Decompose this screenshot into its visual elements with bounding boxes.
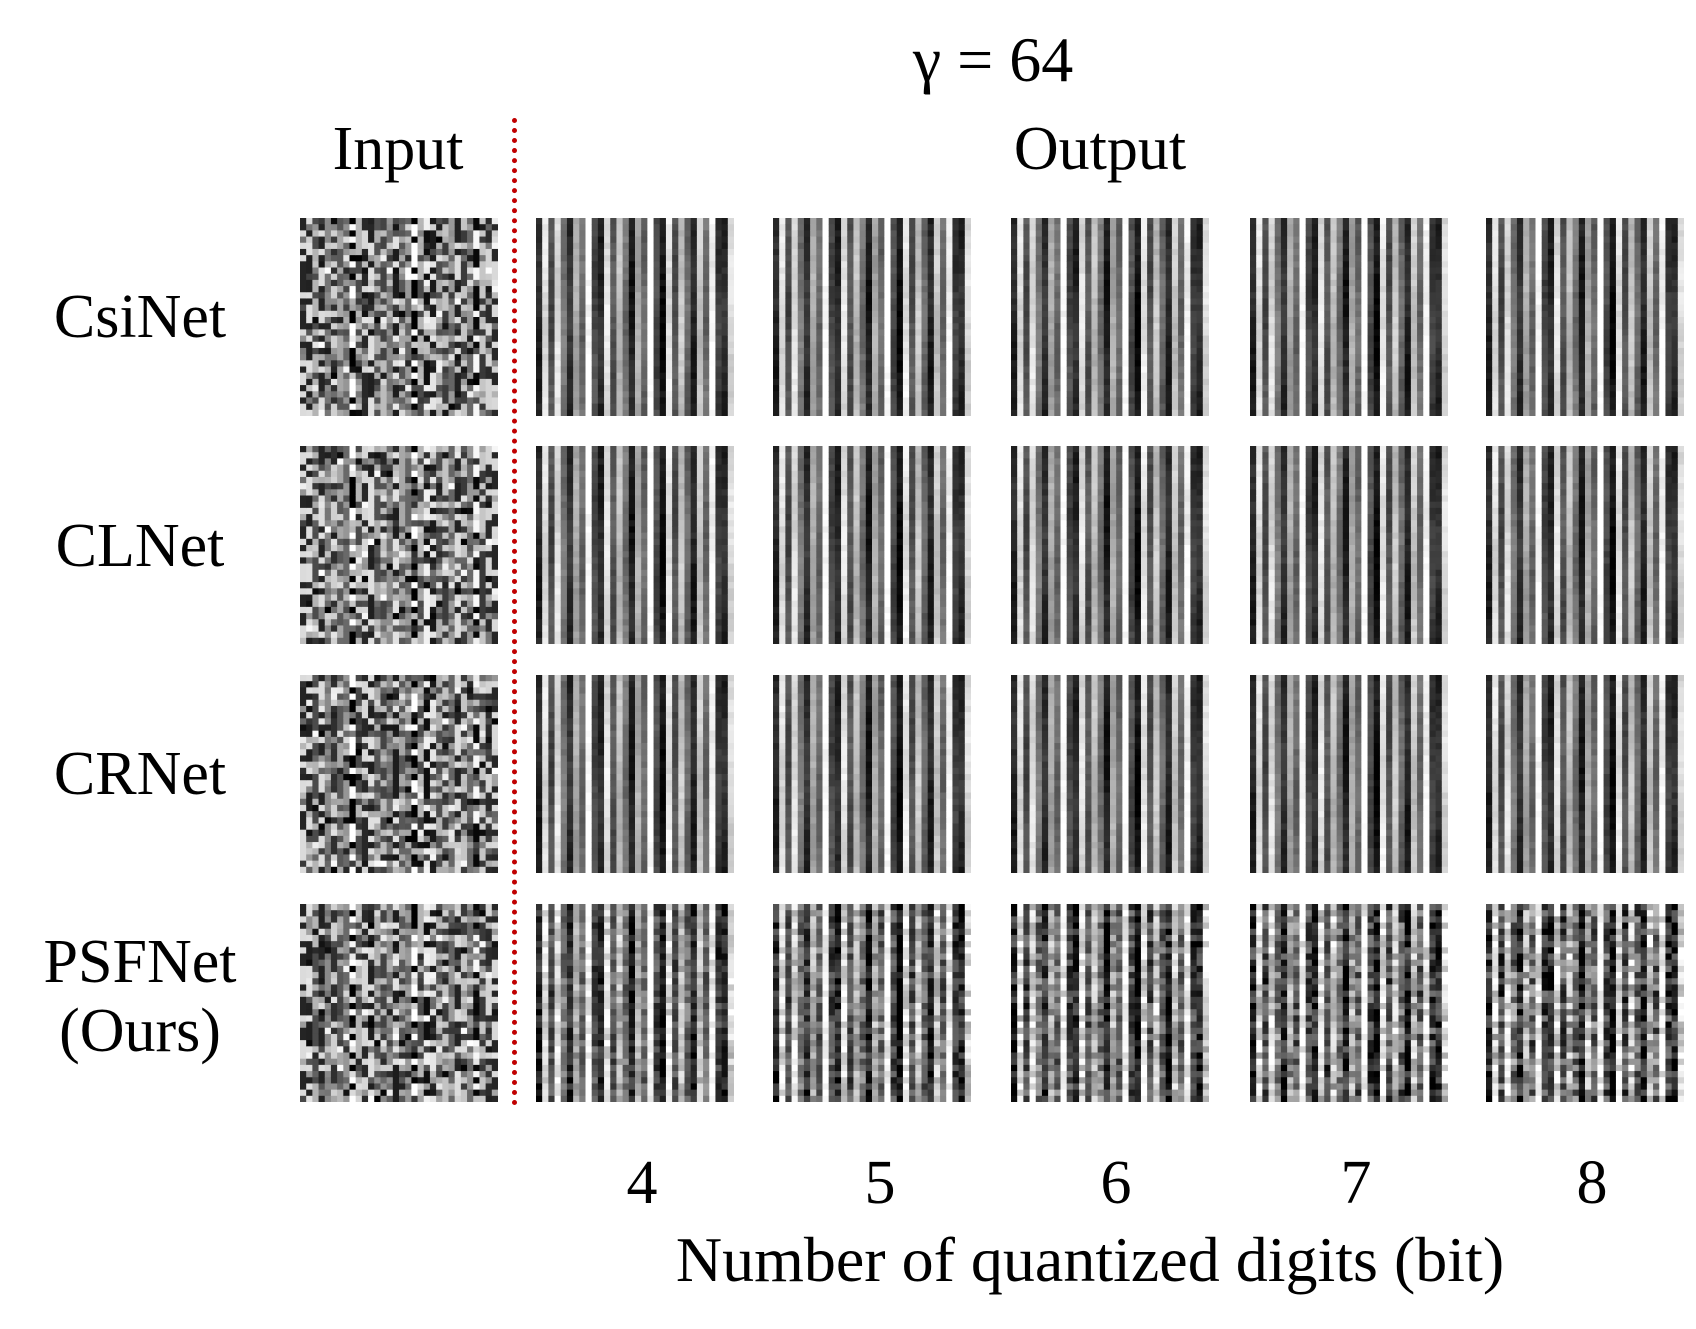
- row-label-crnet: CRNet: [0, 740, 280, 809]
- output-tile-psfnet-7bit: [1250, 904, 1448, 1102]
- output-tile-crnet-8bit: [1486, 675, 1684, 873]
- tile-image: [1250, 904, 1448, 1102]
- tile-image: [1011, 218, 1209, 416]
- output-tile-psfnet-4bit: [536, 904, 734, 1102]
- output-tile-csinet-5bit: [773, 218, 971, 416]
- tile-image: [773, 675, 971, 873]
- tile-image: [1011, 446, 1209, 644]
- tile-image: [536, 904, 734, 1102]
- output-tile-clnet-4bit: [536, 446, 734, 644]
- output-tile-psfnet-8bit: [1486, 904, 1684, 1102]
- output-tile-clnet-6bit: [1011, 446, 1209, 644]
- tile-image: [1250, 675, 1448, 873]
- output-tile-clnet-7bit: [1250, 446, 1448, 644]
- output-tile-csinet-6bit: [1011, 218, 1209, 416]
- bit-label-8: 8: [1562, 1148, 1622, 1219]
- tile-image: [536, 446, 734, 644]
- row-label-clnet: CLNet: [0, 512, 280, 581]
- output-tile-clnet-8bit: [1486, 446, 1684, 644]
- tile-image: [1250, 218, 1448, 416]
- row-label-psfnet-note: (Ours): [0, 997, 280, 1066]
- tile-image: [1011, 904, 1209, 1102]
- input-tile-csinet: [300, 218, 498, 416]
- output-tile-csinet-7bit: [1250, 218, 1448, 416]
- output-tile-clnet-5bit: [773, 446, 971, 644]
- bit-label-4: 4: [612, 1148, 672, 1219]
- tile-image: [300, 904, 498, 1102]
- output-tile-csinet-8bit: [1486, 218, 1684, 416]
- input-tile-clnet: [300, 446, 498, 644]
- output-tile-psfnet-6bit: [1011, 904, 1209, 1102]
- output-tile-psfnet-5bit: [773, 904, 971, 1102]
- tile-image: [536, 218, 734, 416]
- tile-image: [1486, 218, 1684, 416]
- input-column-header: Input: [298, 118, 498, 180]
- tile-image: [1011, 675, 1209, 873]
- tile-image: [773, 446, 971, 644]
- bit-label-5: 5: [850, 1148, 910, 1219]
- tile-image: [773, 904, 971, 1102]
- output-tile-crnet-7bit: [1250, 675, 1448, 873]
- tile-image: [536, 675, 734, 873]
- output-columns-header: Output: [960, 118, 1240, 180]
- output-tile-crnet-6bit: [1011, 675, 1209, 873]
- tile-image: [300, 446, 498, 644]
- tile-image: [1486, 675, 1684, 873]
- bit-label-6: 6: [1086, 1148, 1146, 1219]
- row-label-psfnet-name: PSFNet: [0, 928, 280, 997]
- output-tile-crnet-5bit: [773, 675, 971, 873]
- tile-image: [300, 675, 498, 873]
- output-tile-crnet-4bit: [536, 675, 734, 873]
- output-tile-csinet-4bit: [536, 218, 734, 416]
- input-tile-crnet: [300, 675, 498, 873]
- row-label-psfnet: PSFNet (Ours): [0, 928, 280, 1067]
- figure-title: γ = 64: [0, 28, 1696, 92]
- tile-image: [300, 218, 498, 416]
- tile-image: [773, 218, 971, 416]
- x-axis-label: Number of quantized digits (bit): [640, 1228, 1540, 1292]
- tile-image: [1486, 904, 1684, 1102]
- tile-image: [1486, 446, 1684, 644]
- row-label-csinet: CsiNet: [0, 283, 280, 352]
- input-tile-psfnet: [300, 904, 498, 1102]
- tile-image: [1250, 446, 1448, 644]
- bit-label-7: 7: [1326, 1148, 1386, 1219]
- input-output-divider: [512, 118, 517, 1106]
